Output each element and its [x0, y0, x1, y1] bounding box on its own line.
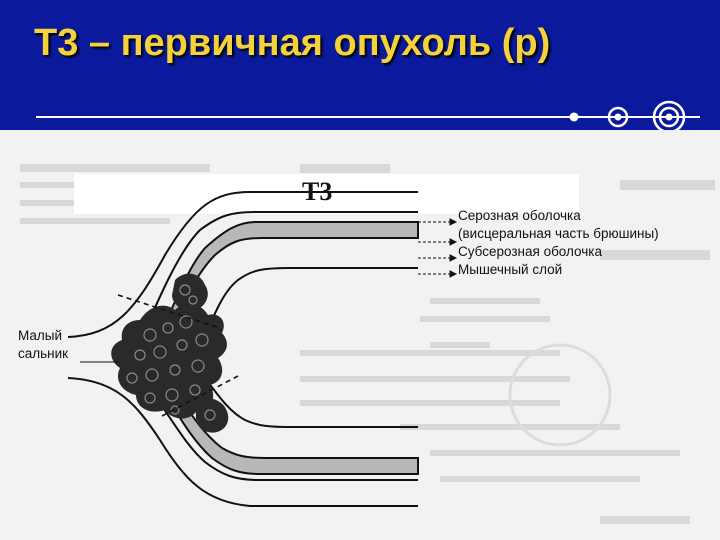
slide-header: Т3 – первичная опухоль (p)	[0, 0, 720, 130]
serosa-line-lower	[68, 378, 418, 506]
header-decoration	[0, 0, 720, 130]
arrow-icon	[450, 271, 456, 277]
dot-icon	[570, 113, 579, 122]
stomach-wall-diagram	[0, 130, 720, 540]
label-omentum-line1: Малый	[18, 328, 62, 343]
label-omentum-line2: сальник	[18, 346, 68, 361]
arrow-icon	[450, 219, 456, 225]
label-serosa: Серозная оболочка	[458, 208, 581, 223]
arrow-icon	[450, 239, 456, 245]
serosa-line-upper	[68, 192, 418, 337]
diagram-area: T3	[0, 130, 720, 540]
label-visceral-peritoneum: (висцеральная часть брюшины)	[458, 226, 659, 241]
mucosa-line-lower	[205, 378, 418, 427]
arrow-icon	[450, 255, 456, 261]
mucosa-line-upper	[200, 268, 418, 350]
tumor-mass	[111, 274, 228, 433]
label-subserosa: Субсерозная оболочка	[458, 244, 602, 259]
label-muscle-layer: Мышечный слой	[458, 262, 562, 277]
